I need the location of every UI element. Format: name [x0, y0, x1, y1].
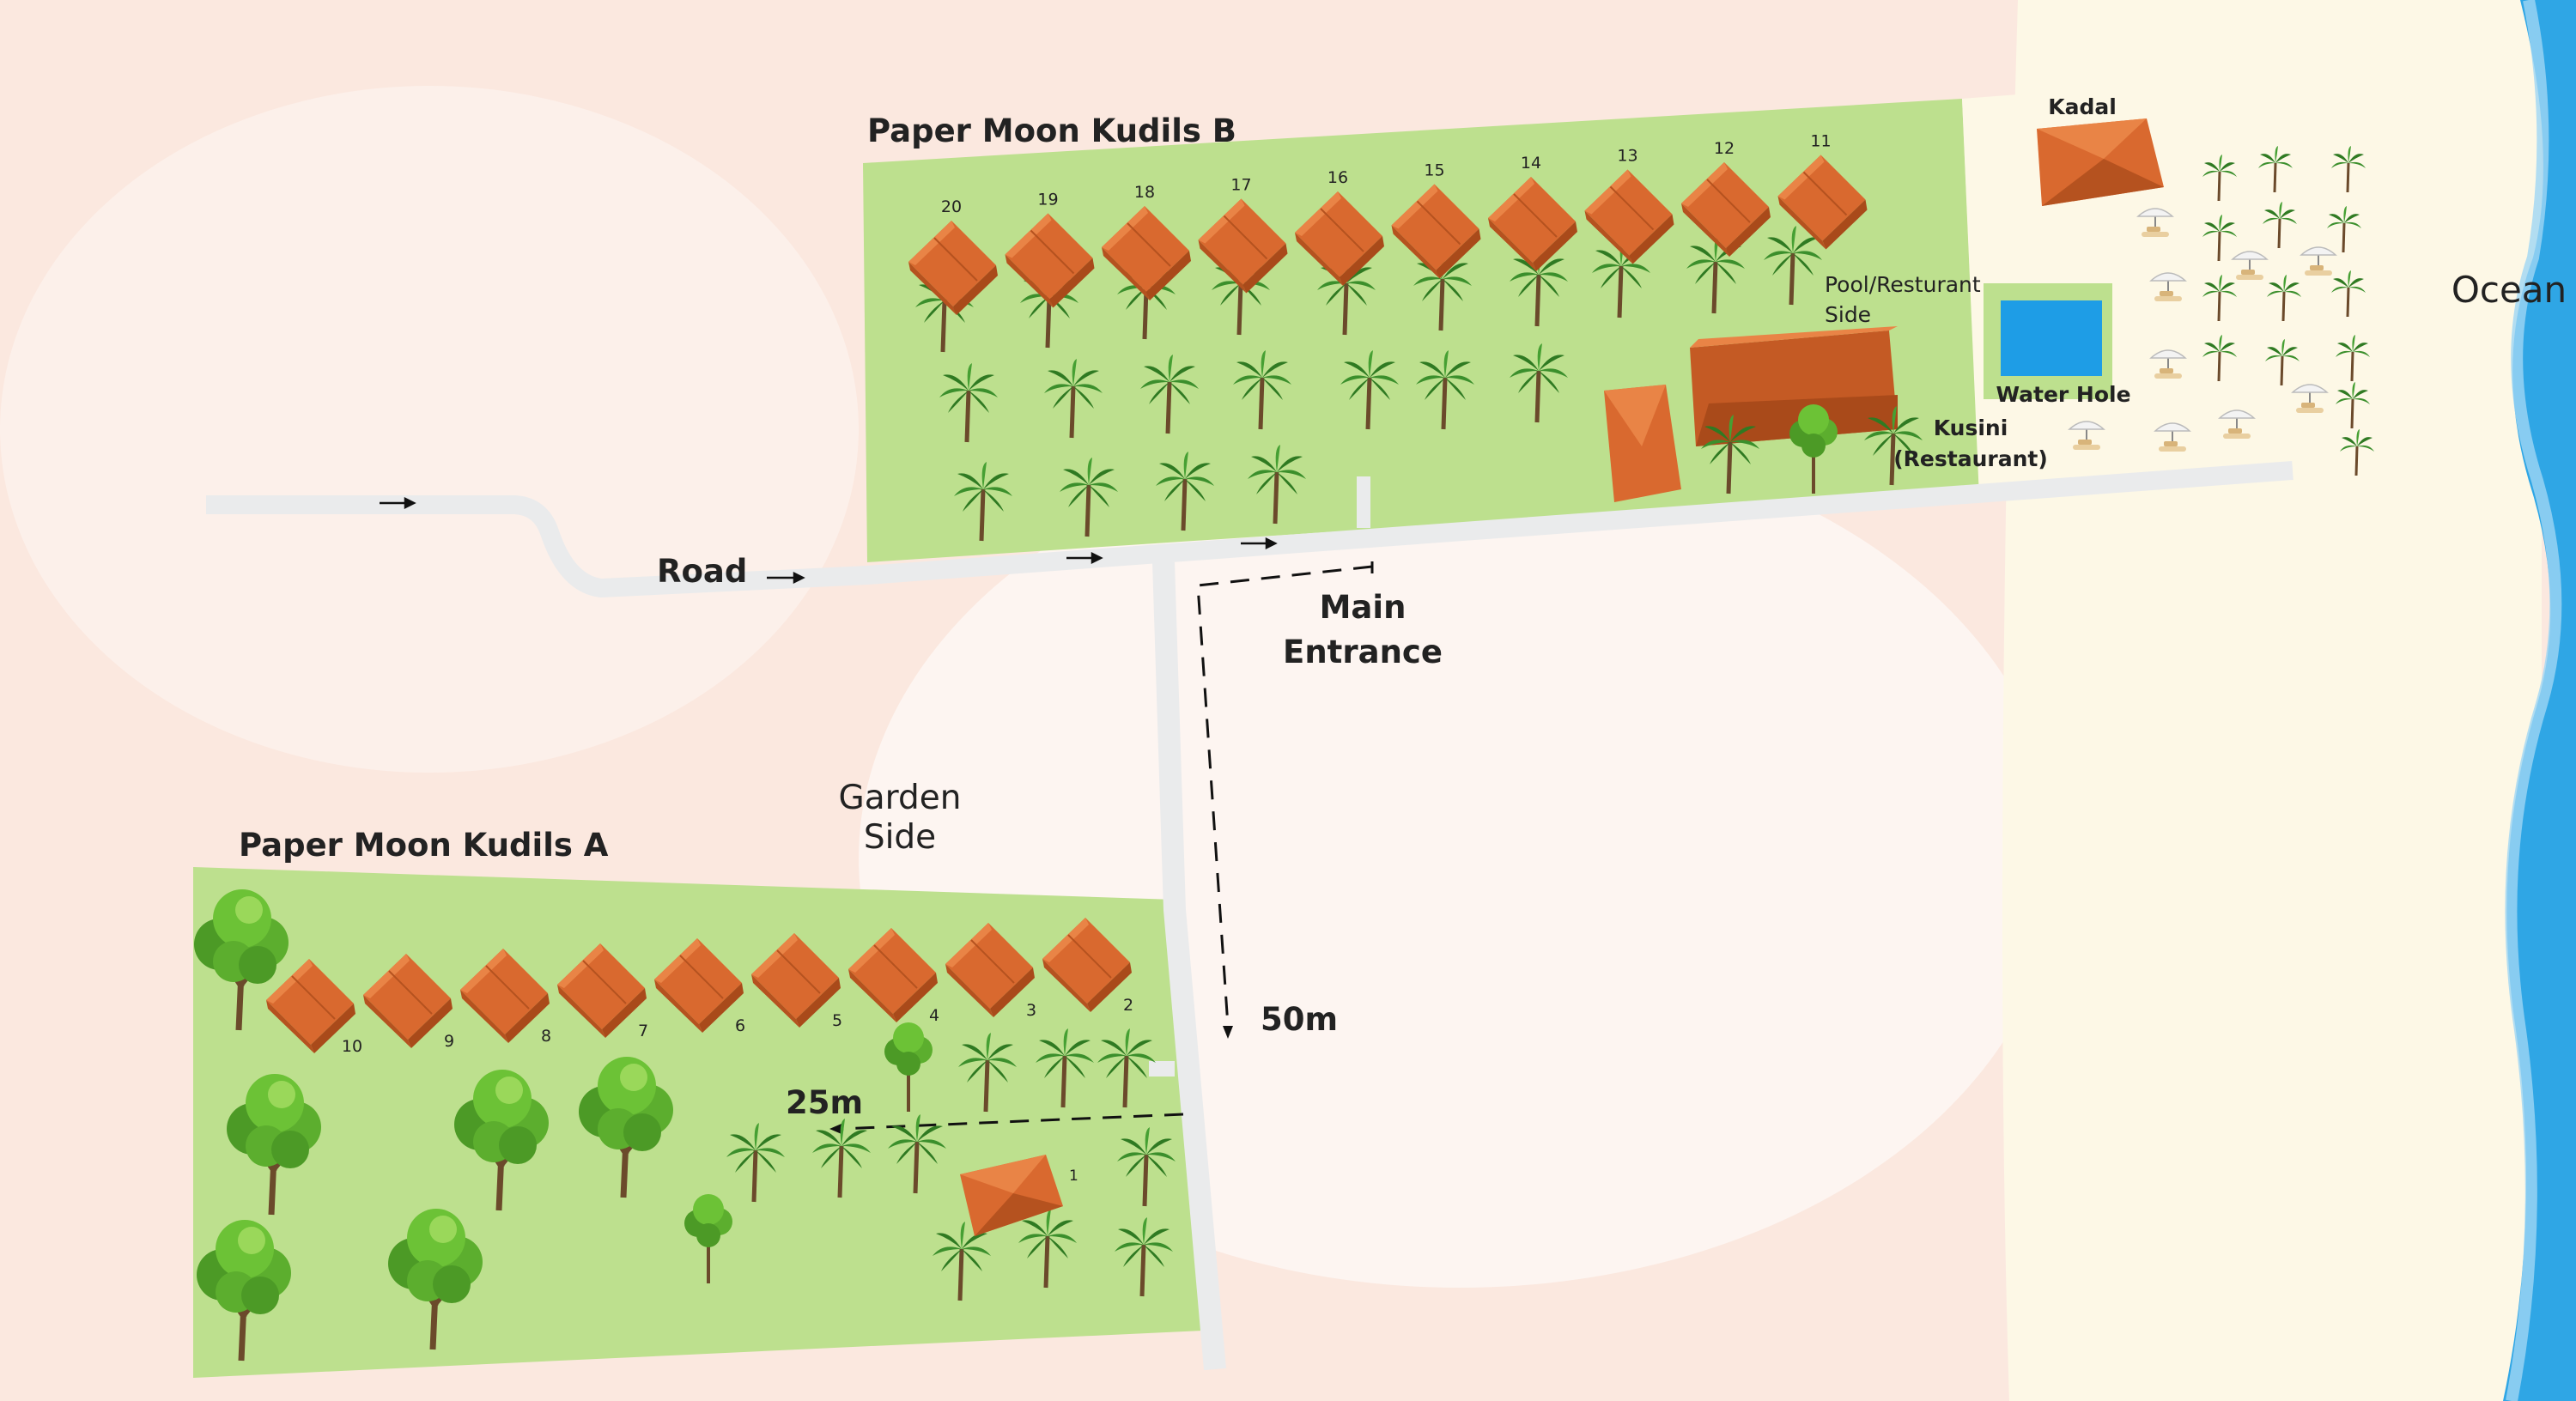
kudils-a-cottages: 10 9 8 7 6 5 4 3 2 — [265, 917, 1133, 1056]
cottage-number-11: 11 — [1810, 132, 1831, 151]
cottage-9: 9 — [362, 953, 454, 1051]
kadal-building — [2037, 118, 2164, 206]
pool-side-label-line1: Pool/Resturant — [1825, 272, 1981, 297]
kusini-label-line2: (Restaurant) — [1893, 446, 2048, 471]
cottage-number-17: 17 — [1230, 176, 1251, 195]
cottage-number-12: 12 — [1714, 139, 1735, 158]
cottage-number-7: 7 — [638, 1022, 648, 1040]
water-hole-label: Water Hole — [1996, 382, 2130, 407]
cottage-20: 20 — [908, 197, 999, 316]
main-entrance-label-line2: Entrance — [1283, 634, 1443, 670]
cottage-number-18: 18 — [1134, 183, 1155, 202]
cottage-number-8: 8 — [541, 1027, 551, 1046]
cottage-19: 19 — [1004, 191, 1096, 309]
kusini-label-line1: Kusini — [1934, 415, 2008, 440]
cottage-1: 1 — [960, 1155, 1078, 1236]
road-main — [206, 461, 2293, 597]
cottage-number-10: 10 — [342, 1037, 362, 1056]
cottage-number-2: 2 — [1123, 996, 1133, 1015]
road-label: Road — [657, 553, 747, 590]
cottage-7: 7 — [556, 943, 648, 1040]
kudils-b-title: Paper Moon Kudils B — [867, 112, 1236, 149]
cottage-10: 10 — [265, 958, 362, 1056]
cottage-12: 12 — [1680, 139, 1771, 258]
water-hole-pool — [2001, 300, 2102, 376]
cottage-number-3: 3 — [1026, 1001, 1036, 1020]
cottage-16: 16 — [1294, 168, 1385, 287]
kadal-label: Kadal — [2048, 94, 2117, 119]
cottage-number-13: 13 — [1617, 147, 1637, 166]
kudils-a-title: Paper Moon Kudils A — [239, 827, 609, 864]
cottage-number-15: 15 — [1424, 161, 1444, 180]
cottage-number-5: 5 — [832, 1011, 842, 1030]
distance-25m-label: 25m — [786, 1084, 863, 1121]
pool-side-label-line2: Side — [1825, 302, 1871, 327]
garden-side-label-line2: Side — [864, 818, 936, 857]
cottage-number-4: 4 — [929, 1006, 939, 1025]
kusini-restaurant-building — [1604, 326, 1898, 502]
cottage-5: 5 — [750, 932, 842, 1030]
cottage-14: 14 — [1487, 154, 1578, 272]
cottage-17: 17 — [1197, 176, 1289, 294]
cottage-6: 6 — [653, 937, 745, 1035]
cottage-number-1: 1 — [1069, 1168, 1078, 1185]
cottage-number-20: 20 — [941, 197, 962, 216]
ocean-label: Ocean — [2451, 269, 2567, 311]
cottage-number-16: 16 — [1327, 168, 1348, 187]
road-arrows — [380, 496, 1278, 585]
kudils-b-cottages: 20 19 18 17 16 15 14 13 12 11 — [908, 132, 1868, 316]
main-entrance-label-line1: Main — [1320, 589, 1406, 626]
cottage-number-6: 6 — [735, 1016, 745, 1035]
cottage-number-9: 9 — [444, 1032, 454, 1051]
cottage-11: 11 — [1777, 132, 1868, 251]
cottage-13: 13 — [1583, 147, 1675, 265]
cottage-3: 3 — [945, 922, 1036, 1020]
garden-side-label-line1: Garden — [839, 779, 962, 817]
cottage-4: 4 — [848, 927, 939, 1025]
cottage-8: 8 — [459, 948, 551, 1046]
road-connector — [1152, 561, 1226, 1371]
cottage-number-19: 19 — [1037, 191, 1058, 209]
distance-50m-label: 50m — [1261, 1001, 1338, 1038]
cottage-15: 15 — [1390, 161, 1482, 280]
cottage-number-14: 14 — [1521, 154, 1541, 173]
cottage-18: 18 — [1101, 183, 1192, 301]
cottage-2: 2 — [1042, 917, 1133, 1015]
